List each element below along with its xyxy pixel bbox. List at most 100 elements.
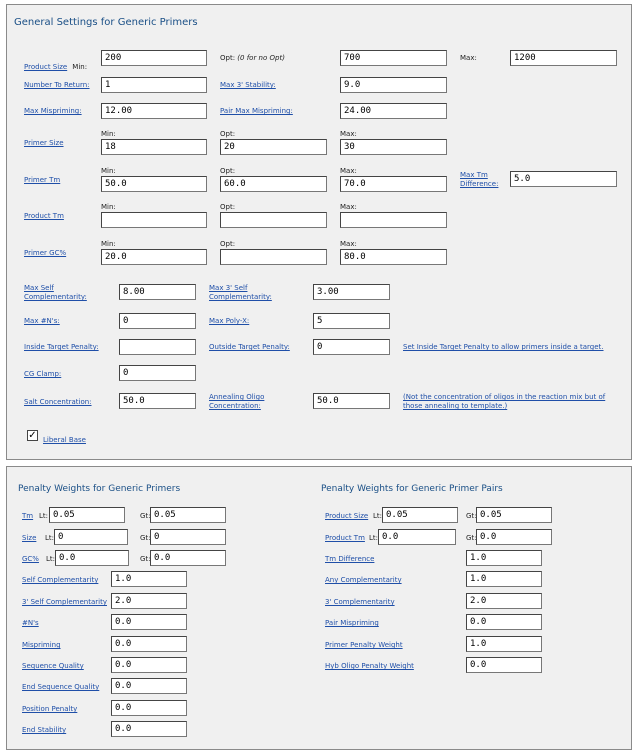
primer-size-link[interactable]: Primer Size xyxy=(24,139,64,147)
primer-size-min-input[interactable] xyxy=(101,139,207,155)
penalty-mispriming-input[interactable] xyxy=(111,636,187,652)
max-3-stability-link[interactable]: Max 3' Stability: xyxy=(220,81,276,89)
penalty-sequence-quality-input[interactable] xyxy=(111,657,187,673)
max-3-stability-input[interactable] xyxy=(340,77,447,93)
penalty-size-gt-input[interactable] xyxy=(150,529,226,545)
penalty-gc-gt-input[interactable] xyxy=(150,550,226,566)
product-tm-min-input[interactable] xyxy=(101,212,207,228)
penalty-tm-lt-input[interactable] xyxy=(49,507,125,523)
salt-concentration-link[interactable]: Salt Concentration: xyxy=(24,398,92,406)
outside-target-penalty-input[interactable] xyxy=(313,339,390,355)
number-to-return-input[interactable] xyxy=(101,77,207,93)
penalty-position-penalty-link[interactable]: Position Penalty xyxy=(22,705,78,713)
salt-concentration-input[interactable] xyxy=(119,393,196,409)
cg-clamp-link[interactable]: CG Clamp: xyxy=(24,370,62,378)
pair-product-tm-gt-input[interactable] xyxy=(476,529,552,545)
pair-3-complementarity-link[interactable]: 3' Complementarity xyxy=(325,598,395,606)
pair-hyb-oligo-penalty-weight-link[interactable]: Hyb Oligo Penalty Weight xyxy=(325,662,414,670)
max-tm-difference-line2: Difference: xyxy=(460,180,499,188)
penalty-3-self-complementarity-input[interactable] xyxy=(111,593,187,609)
penalty-self-complementarity-link[interactable]: Self Complementarity xyxy=(22,576,99,584)
number-to-return-link[interactable]: Number To Return: xyxy=(24,81,90,89)
pair-any-complementarity-link[interactable]: Any Complementarity xyxy=(325,576,402,584)
primer-gc-max-input[interactable] xyxy=(340,249,447,265)
product-size-link[interactable]: Product Size xyxy=(24,63,68,71)
pair-product-size-link[interactable]: Product Size xyxy=(325,512,369,520)
pair-product-size-gt-input[interactable] xyxy=(476,507,552,523)
pair-tm-difference-link[interactable]: Tm Difference xyxy=(325,555,375,563)
penalty-tm-link[interactable]: Tm xyxy=(22,512,34,520)
pair-primer-penalty-weight-link[interactable]: Primer Penalty Weight xyxy=(325,641,403,649)
max-ns-input[interactable] xyxy=(119,313,196,329)
penalty-self-complementarity-input[interactable] xyxy=(111,571,187,587)
penalty-gc-link[interactable]: GC% xyxy=(22,555,39,563)
pair-product-tm-link[interactable]: Product Tm xyxy=(325,534,365,542)
penalty-end-sequence-quality-input[interactable] xyxy=(111,678,187,694)
primer-tm-link[interactable]: Primer Tm xyxy=(24,176,61,184)
cg-clamp-input[interactable] xyxy=(119,365,196,381)
pair-hyb-oligo-penalty-weight-input[interactable] xyxy=(466,657,542,673)
outside-target-penalty-link[interactable]: Outside Target Penalty: xyxy=(209,343,290,351)
product-size-max-input[interactable] xyxy=(510,50,617,66)
penalty-size-link[interactable]: Size xyxy=(22,534,37,542)
max-3-self-comp-line1: Max 3' Self xyxy=(209,284,248,292)
primer-size-opt-input[interactable] xyxy=(220,139,327,155)
pair-product-tm-lt-input[interactable] xyxy=(378,529,456,545)
max-ns-link[interactable]: Max #N's: xyxy=(24,317,60,325)
max-self-complementarity-input[interactable] xyxy=(119,284,196,300)
max-mispriming-input[interactable] xyxy=(101,103,207,119)
primer-size-max-input[interactable] xyxy=(340,139,447,155)
penalty-sequence-quality-link[interactable]: Sequence Quality xyxy=(22,662,84,670)
primer-tm-min-input[interactable] xyxy=(101,176,207,192)
primer-tm-opt-input[interactable] xyxy=(220,176,327,192)
liberal-base-link[interactable]: Liberal Base xyxy=(43,436,86,444)
max-poly-x-link[interactable]: Max Poly-X: xyxy=(209,317,250,325)
pair-max-mispriming-link[interactable]: Pair Max Mispriming: xyxy=(220,107,293,115)
primer-gc-opt-input[interactable] xyxy=(220,249,327,265)
product-tm-opt-input[interactable] xyxy=(220,212,327,228)
oligo-concentration-note-link[interactable]: (Not the concentration of oligos in the … xyxy=(403,393,606,410)
product-tm-link[interactable]: Product Tm xyxy=(24,212,64,220)
max-tm-difference-input[interactable] xyxy=(510,171,617,187)
penalty-end-stability-link[interactable]: End Stability xyxy=(22,726,67,734)
penalty-size-lt-input[interactable] xyxy=(54,529,128,545)
inside-target-note-link[interactable]: Set Inside Target Penalty to allow prime… xyxy=(403,343,604,351)
penalty-end-sequence-quality-link[interactable]: End Sequence Quality xyxy=(22,683,100,691)
inside-target-penalty-link[interactable]: Inside Target Penalty: xyxy=(24,343,99,351)
product-size-opt-input[interactable] xyxy=(340,50,447,66)
annealing-oligo-concentration-input[interactable] xyxy=(313,393,390,409)
pair-primer-penalty-weight-input[interactable] xyxy=(466,636,542,652)
primer-tm-min-label: Min: xyxy=(101,167,116,175)
pair-max-mispriming-input[interactable] xyxy=(340,103,447,119)
primer-gc-min-input[interactable] xyxy=(101,249,207,265)
max-3-self-complementarity-input[interactable] xyxy=(313,284,390,300)
pair-3-complementarity-input[interactable] xyxy=(466,593,542,609)
pair-mispriming-input[interactable] xyxy=(466,614,542,630)
penalty-position-penalty-input[interactable] xyxy=(111,700,187,716)
liberal-base-checkbox[interactable]: ✓ xyxy=(27,430,38,441)
pair-product-size-lt-input[interactable] xyxy=(382,507,458,523)
penalty-ns-input[interactable] xyxy=(111,614,187,630)
penalty-gc-gt-label: Gt: xyxy=(140,555,151,563)
penalty-gc-lt-input[interactable] xyxy=(55,550,129,566)
primer-tm-max-input[interactable] xyxy=(340,176,447,192)
penalty-mispriming-link[interactable]: Mispriming xyxy=(22,641,61,649)
pair-tm-difference-input[interactable] xyxy=(466,550,542,566)
primer-gc-link[interactable]: Primer GC% xyxy=(24,249,67,257)
product-size-min-input[interactable] xyxy=(101,50,207,66)
pair-product-size-lt-label: Lt: xyxy=(373,512,383,520)
max-mispriming-link[interactable]: Max Mispriming: xyxy=(24,107,82,115)
max-poly-x-input[interactable] xyxy=(313,313,390,329)
pair-any-complementarity-input[interactable] xyxy=(466,571,542,587)
penalty-end-stability-input[interactable] xyxy=(111,721,187,737)
pair-mispriming-link[interactable]: Pair Mispriming xyxy=(325,619,379,627)
inside-target-penalty-input[interactable] xyxy=(119,339,196,355)
penalty-tm-gt-input[interactable] xyxy=(150,507,226,523)
product-tm-max-input[interactable] xyxy=(340,212,447,228)
penalty-ns-link[interactable]: #N's xyxy=(22,619,39,627)
penalty-3-self-complementarity-link[interactable]: 3' Self Complementarity xyxy=(22,598,107,606)
